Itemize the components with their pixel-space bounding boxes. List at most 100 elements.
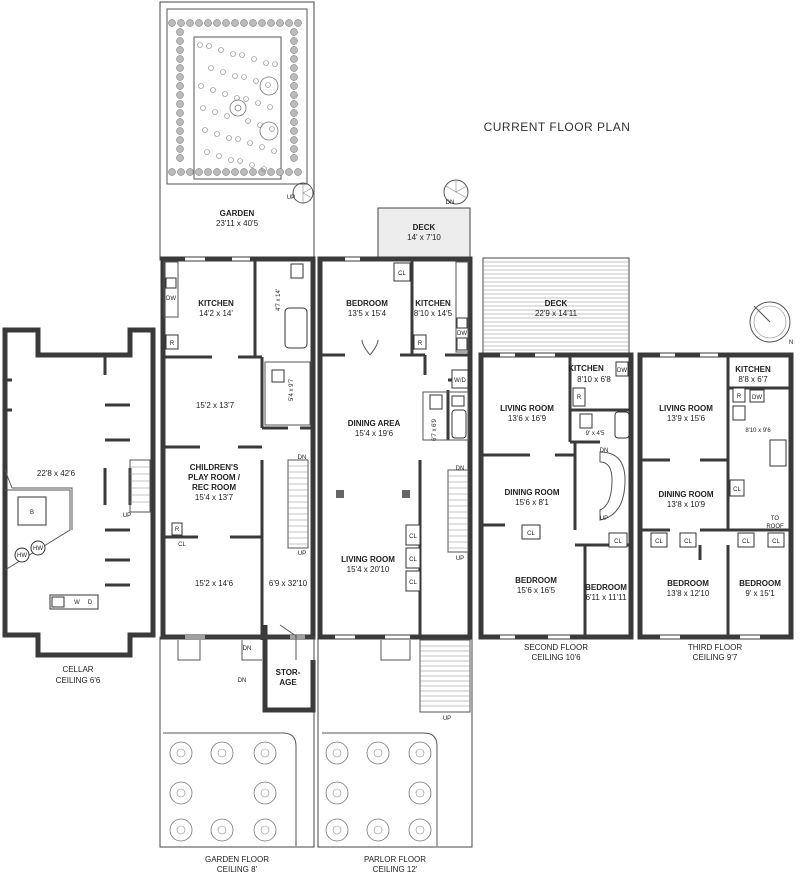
second-kitchen-dims: 8'10 x 6'8 — [577, 375, 611, 384]
water-heater-icon — [14, 547, 30, 563]
stoop-up-label: UP — [443, 716, 451, 722]
second-living-dims: 13'6 x 16'9 — [508, 414, 547, 423]
third-cl-3: CL — [684, 539, 692, 545]
parlor-bath — [422, 391, 469, 441]
second-dining-dims: 15'6 x 8'1 — [515, 498, 549, 507]
parlor-deck-dims: 14' x 7'10 — [407, 233, 441, 242]
parlor-bedroom-dims: 13'5 x 15'4 — [348, 309, 387, 318]
garden-stair — [287, 459, 309, 549]
garden-kitchen-name: KITCHEN — [198, 299, 234, 308]
parlor-floor-name: PARLOR FLOOR — [364, 855, 426, 864]
shrub-icon — [259, 121, 279, 141]
to-label: TO — [771, 516, 780, 522]
play-room-line3: REC ROOM — [192, 483, 236, 492]
parlor-deck-name: DECK — [413, 223, 436, 232]
garden-front-dims: 15'2 x 13'7 — [196, 401, 235, 410]
stoop-dn-label: DN — [243, 646, 252, 652]
garden-floor-plan: DW R KITCHEN 14'2 x 14' 4'7 x 14' 15'2 x… — [159, 256, 316, 874]
third-living-dims: 13'9 x 15'6 — [667, 414, 706, 423]
second-cl-2: CL — [614, 539, 622, 545]
fridge-icon — [171, 522, 183, 536]
second-deck-name: DECK — [545, 299, 568, 308]
parlor-living-dims: 15'4 x 20'10 — [347, 565, 390, 574]
cellar-plan: UP B HW HW W D 22'8 x 42'6 CELLAR CEILIN… — [2, 327, 156, 685]
parlor-dining-name: DINING AREA — [348, 419, 401, 428]
fridge-icon — [165, 334, 179, 350]
third-cl-1: CL — [733, 487, 741, 493]
third-kitchen-dims: 8'8 x 6'7 — [738, 375, 768, 384]
storage-label-2: AGE — [279, 678, 297, 687]
second-bed2-dims: 6'11 x 11'11 — [586, 593, 627, 602]
third-kitchen-name: KITCHEN — [735, 365, 771, 374]
bathtub-icon — [451, 409, 467, 439]
column-icon — [402, 490, 410, 498]
hw-label-1: HW — [17, 553, 27, 559]
stove-icon — [615, 361, 629, 377]
garden-rear-dims: 15'2 x 14'6 — [195, 579, 234, 588]
hedge-border — [168, 19, 302, 176]
third-cl-2: CL — [655, 539, 663, 545]
garden-yard: UP GARDEN 23'11 x 40'5 — [159, 1, 315, 261]
third-floor-ceiling: CEILING 9'7 — [693, 653, 738, 662]
closet — [767, 532, 785, 548]
parlor-stair — [447, 469, 469, 553]
third-stair — [769, 439, 787, 467]
second-bath-dims: 9' x 4'5 — [586, 431, 605, 437]
sink-icon — [51, 596, 65, 608]
second-dn-label: DN — [600, 448, 609, 454]
parlor-bedroom-name: BEDROOM — [346, 299, 388, 308]
north-label: N — [789, 340, 793, 346]
third-bath-dims: 8'10 x 9'6 — [745, 428, 771, 434]
second-dw-label: DW — [617, 368, 627, 374]
toilet-icon — [271, 369, 285, 383]
toilet-icon — [732, 405, 746, 421]
parlor-floor-plan: DECK 14' x 7'10 DN BEDROOM 13'5 x 15'4 C… — [317, 179, 473, 874]
kitchen-counter — [163, 261, 179, 318]
closet — [393, 262, 411, 282]
cellar-stair — [129, 459, 151, 513]
bathtub-icon — [614, 411, 630, 439]
parlor-kitchen-name: KITCHEN — [415, 299, 451, 308]
parlor-dn-label: DN — [456, 466, 465, 472]
second-bed1-dims: 15'6 x 16'5 — [517, 586, 556, 595]
closet — [679, 532, 697, 548]
storage-label-1: STOR- — [276, 668, 301, 677]
second-fridge-label: R — [577, 395, 582, 401]
bathtub-icon — [284, 307, 308, 349]
fridge-icon — [413, 334, 427, 350]
second-bed2-name: BEDROOM — [585, 583, 627, 592]
second-dining-name: DINING ROOM — [504, 488, 559, 497]
closet — [405, 547, 421, 569]
stoop-dn-label-2: DN — [238, 678, 247, 684]
third-fridge-label: R — [737, 394, 742, 400]
washer-dryer — [451, 369, 469, 389]
sink-icon — [451, 395, 465, 407]
third-cl-4: CL — [742, 539, 750, 545]
front-garden-planting — [325, 741, 432, 842]
washer-label: W — [74, 600, 80, 606]
third-cl-5: CL — [772, 539, 780, 545]
parlor-bath-dims: 6'7 x 6'9 — [432, 418, 438, 441]
column-icon — [336, 490, 344, 498]
third-dw-label: DW — [752, 395, 762, 401]
dryer-label: D — [88, 600, 93, 606]
third-dining-name: DINING ROOM — [658, 490, 713, 499]
third-bed1-dims: 13'8 x 12'10 — [667, 589, 710, 598]
garden-floor-ceiling: CEILING 8' — [217, 865, 258, 874]
second-bed1-name: BEDROOM — [515, 576, 557, 585]
second-kitchen-name: KITCHEN — [568, 364, 604, 373]
second-up-label: UP — [600, 516, 608, 522]
second-curved-stair — [599, 451, 626, 521]
fridge-icon — [572, 387, 586, 407]
third-dining-dims: 13'8 x 10'9 — [667, 500, 706, 509]
garden-up-label: UP — [298, 551, 306, 557]
parlor-closet-label: CL — [398, 271, 406, 277]
third-bed1-name: BEDROOM — [667, 579, 709, 588]
closet — [608, 532, 628, 548]
parlor-fridge-label: R — [418, 341, 423, 347]
deck-dn-label: DN — [446, 200, 455, 206]
cellar-up-label: UP — [123, 513, 131, 519]
garden-kitchen-dims: 14'2 x 14' — [199, 309, 233, 318]
stove-icon — [456, 337, 468, 351]
closet — [521, 524, 541, 540]
